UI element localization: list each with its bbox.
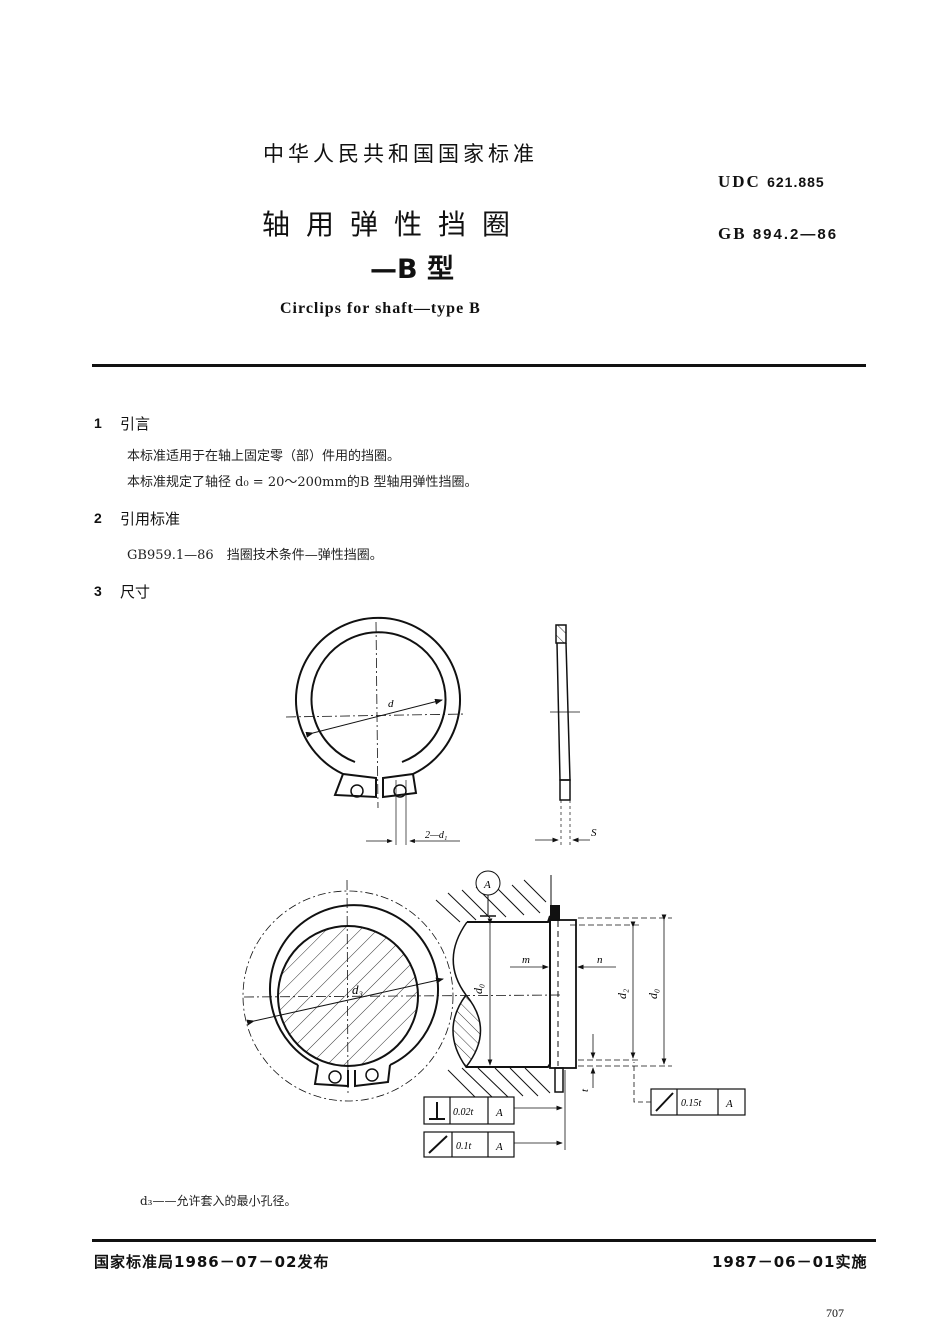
standard-name: 中华人民共和国国家标准 — [263, 142, 538, 166]
dim-d3: d₃ — [352, 982, 363, 997]
effective-date: 1987－06－01实施 — [712, 1253, 868, 1271]
circlip-installed-view: d₃ — [242, 879, 561, 1102]
section-1-number: 1 — [94, 415, 102, 431]
section-3-title: 尺寸 — [120, 583, 151, 601]
section-1-para-2: 本标准规定了轴径 d₀ = 20～200mm的B 型轴用弹性挡圈。 — [127, 475, 478, 490]
page-number: 707 — [826, 1306, 844, 1320]
circlip-side-view — [550, 624, 580, 801]
footer-divider — [92, 1239, 876, 1242]
tolerance-frame-runout-2: 0.15t A — [633, 1062, 746, 1116]
runout-icon — [428, 1135, 448, 1154]
dim-holes: 2—d₁ — [425, 830, 447, 841]
gb-number: 894.2—86 — [752, 226, 839, 243]
dim-m: m — [522, 954, 530, 966]
dim-d0-right: d₀ — [646, 989, 660, 999]
dim-n: n — [597, 954, 603, 966]
tolerance-datum: A — [495, 1141, 503, 1153]
runout-icon — [655, 1092, 674, 1112]
tolerance-frame-runout-1: 0.1t A — [423, 1131, 563, 1158]
section-3-number: 3 — [94, 583, 102, 599]
tolerance-datum: A — [495, 1107, 503, 1119]
tolerance-datum: A — [725, 1098, 733, 1110]
title-cn: 轴用弹性挡圈 — [262, 208, 527, 241]
udc-code: UDC 621.885 — [718, 172, 825, 192]
tolerance-value: 0.15t — [681, 1098, 702, 1109]
section-1-title: 引言 — [120, 415, 151, 433]
section-2-title: 引用标准 — [120, 510, 181, 528]
dim-s: S — [591, 827, 597, 839]
gb-code: GB 894.2—86 — [718, 224, 838, 244]
tolerance-value: 0.02t — [453, 1107, 474, 1118]
dim-d: d — [388, 698, 394, 710]
section-1-para-1: 本标准适用于在轴上固定零（部）件用的挡圈。 — [127, 449, 401, 464]
circlip-front-view — [295, 616, 461, 799]
groove-section-view: A d₀ m n d₂ d₀ t — [435, 870, 672, 1150]
tolerance-frame-perpendicularity: 0.02t A — [423, 1096, 563, 1125]
section-2-number: 2 — [94, 510, 102, 526]
gb-label: GB — [718, 224, 747, 243]
datum-a-label: A — [483, 879, 491, 891]
title-type: —B 型 — [370, 254, 454, 285]
tolerance-value: 0.1t — [456, 1141, 472, 1152]
dim-d2: d₂ — [615, 989, 629, 999]
dim-t: t — [579, 1088, 591, 1092]
title-en: Circlips for shaft—type B — [280, 300, 481, 317]
udc-number: 621.885 — [767, 174, 825, 190]
d3-note: d₃——允许套入的最小孔径。 — [140, 1194, 297, 1208]
issued-date: 国家标准局1986－07－02发布 — [94, 1253, 330, 1271]
section-2-para-1: GB959.1—86 挡圈技术条件—弹性挡圈。 — [127, 548, 383, 563]
header-divider — [92, 364, 866, 367]
udc-label: UDC — [718, 172, 761, 191]
dim-d0: d₀ — [471, 984, 485, 994]
technical-drawing: d 2—d₁ S d₃ — [242, 616, 746, 1158]
